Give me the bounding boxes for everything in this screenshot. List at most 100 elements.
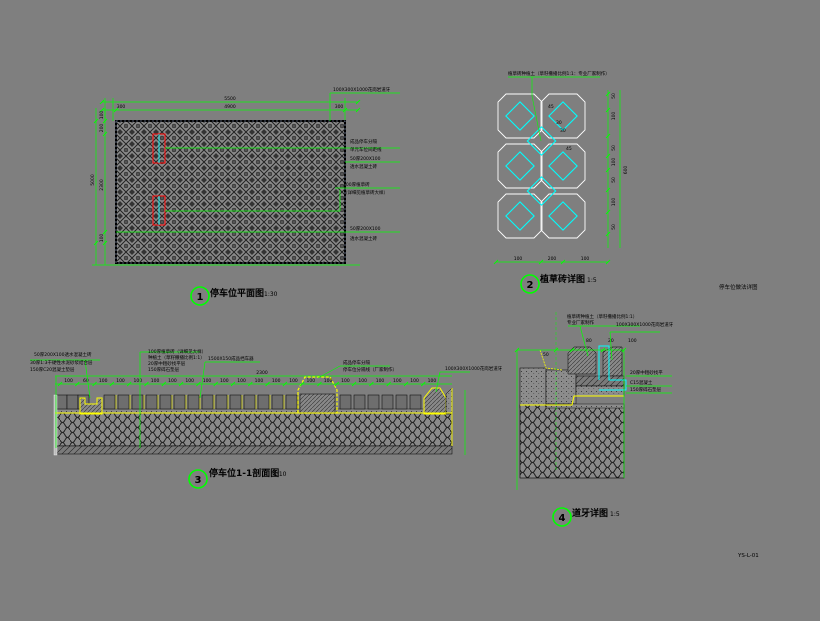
section-paver-block [55,394,68,410]
title-scale-2: 1:5 [587,277,597,284]
curb-label: 专业厂家制作 [567,319,594,326]
section-dim-tick [317,381,322,387]
plan-label-curb: 100X300X1000花岗岩道牙 [333,86,391,93]
section-dim-label: 100 [376,378,385,384]
grass-top-note: 植草砖种植土（草籽撒播比例1:1：专业厂家制作） [508,70,610,77]
title-text-1: 停车位平面图 [210,287,264,299]
section-paver-block [243,394,256,410]
plan-left-tick [102,131,108,137]
grass-right-tick [605,133,611,139]
wheel-stopper-base [299,393,336,414]
curb-leader [609,331,613,361]
section-paver-block [117,394,130,410]
title-text-4: 道牙详图 [572,507,608,519]
grass-bottom-label: 200 [548,256,557,262]
plan-left-dim-label: 200 [99,124,105,133]
grass-inner-dim: 45 [566,146,572,152]
section-paver-block [187,394,200,410]
plan-label-paver-2: 透水混凝土砖 [350,235,377,242]
detail-titles: 1 停车位平面图 1:30 2 植草砖详图 1:5 3 停车位1-1剖面图 1:… [188,273,759,559]
curb-concrete-left [545,369,577,405]
callout-number-3: 3 [195,475,202,486]
plan-labels: 100X300X1000花岗岩道牙成品停车分隔单元车位间距线50厚200X100… [333,86,391,242]
gravel-layer [54,412,453,447]
section-dim-tick [351,381,357,387]
callout-number-1: 1 [197,292,204,303]
grass-block-octagon [540,93,586,139]
section-leaders [30,351,470,448]
plan-left-tick [102,229,108,235]
grass-block-link-diamond [526,176,557,206]
section-paver-block [159,394,172,410]
section-label-mid: 20厚中粗砂找平层 [148,360,186,367]
plan-left-tick [102,118,108,124]
grass-block-octagon [497,193,543,239]
grass-right-tick [605,107,611,113]
plan-left-dim-label: 5000 [90,174,96,186]
curb-dim-tick [621,347,627,353]
left-curb [79,397,103,415]
title-text-2: 植草砖详图 [539,273,585,285]
plan-left-tick [93,118,99,124]
section-dim-tick [265,381,270,387]
side-note: 停车位做法详图 [719,283,758,291]
section-paver-block [367,394,380,410]
curb-dim-tick [600,347,606,353]
section-paver-block [257,394,270,410]
section-dim-label: 100 [64,378,73,384]
grass-right-dim-label: 50 [611,93,617,99]
plan-label-divider: 成品停车分隔 [350,138,377,145]
curb-label: 100X300X1000花岗岩道牙 [616,321,674,328]
grass-inner-dim: 30 [560,128,566,134]
grass-inner-dim: 45 [548,104,554,110]
section-paver-block [173,394,186,410]
curb-dim-tick [514,347,520,353]
curb-dashed-top [539,349,563,371]
section-dim-tick [144,381,149,387]
callout-number-4: 4 [559,513,566,524]
plan-dim-right-edge: 300 [335,104,344,110]
section-dim-tick [403,381,409,387]
grass-right-dim-label: 50 [611,224,617,230]
title-scale-1: 1:30 [264,291,278,298]
title-plan: 1 停车位平面图 1:30 [190,286,278,306]
section-dim-label: 100 [324,378,333,384]
callout-circle-3 [188,469,208,489]
section-leader [199,361,206,399]
grass-block-cells [497,93,586,239]
section-dim-tick [178,381,184,387]
section-label-mid: 种植土（草籽撒播比例1:1） [148,354,205,361]
grass-right-tick [605,91,611,97]
grass-right-tick [605,187,611,193]
section-paver-block [271,394,284,410]
grass-right-dim-label: 50 [611,145,617,151]
section-label-right: 停车位分隔线（厂家制作） [343,366,397,373]
section-dim-tick [420,381,426,387]
plan-dim-tick [99,107,105,113]
paving-field [115,120,346,264]
section-total-label: 2300 [256,370,268,376]
callout-circle-1 [190,286,210,306]
grass-bottom-tick [605,259,611,265]
grass-block-diamond [548,101,578,131]
curb-dim-label: 80 [586,338,592,344]
plan-left-dim-label: 2300 [99,179,105,191]
curb-label: 20厚中粗砂找平 [630,369,663,376]
plan-label-spacing: 单元车位间距线 [350,146,382,153]
section-paver-block [201,394,214,410]
title-scale-4: 1:5 [610,511,620,518]
curb-soil [575,375,625,387]
section-dim-tick [369,381,374,387]
section-dim-label: 100 [358,378,367,384]
paving-inner-border [115,120,346,264]
section-dim-label: 100 [410,378,419,384]
grass-block-diamond [505,101,535,131]
plan-dim-total: 5500 [224,96,236,102]
grass-bottom-tick [493,259,499,265]
section-leader [435,371,441,393]
